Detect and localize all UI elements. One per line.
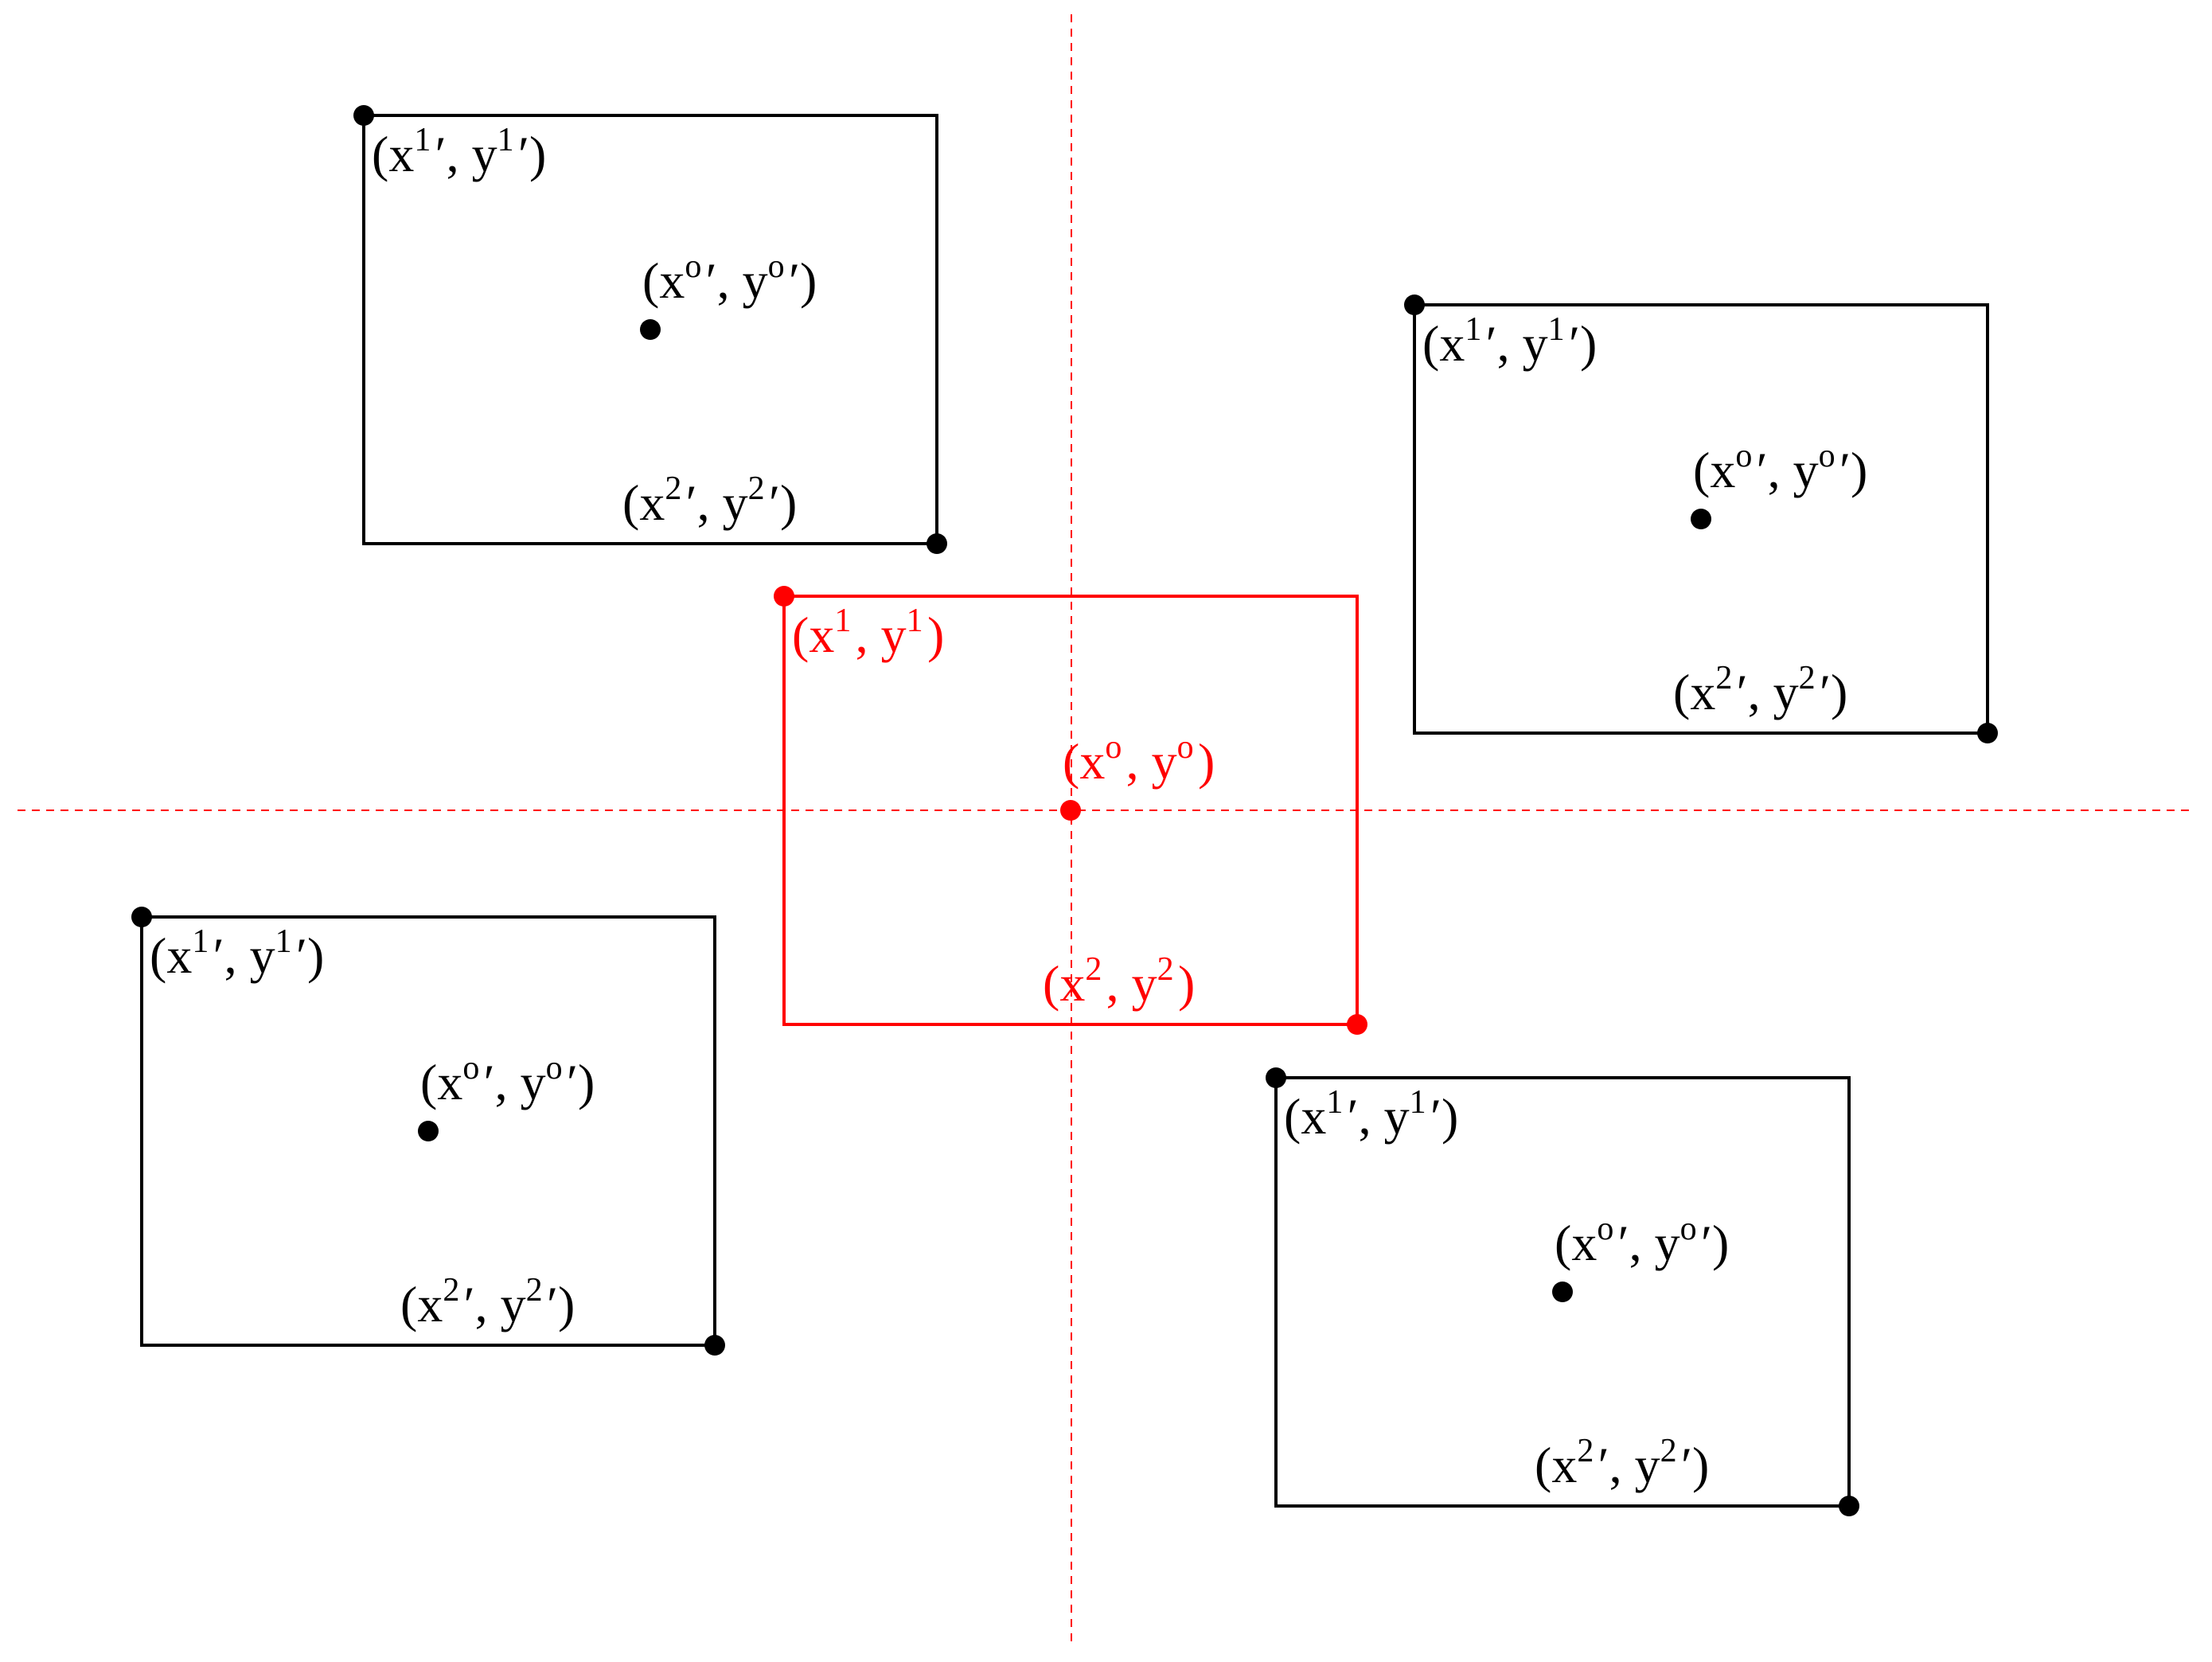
corner2-label-bottom-left: (x2 ′, y2 ′) [400,1272,575,1332]
box-outline-top-left [362,114,938,545]
center-label-ref: (xo , yo ) [1063,729,1215,790]
center-label-top-right: (xo ′, yo ′) [1693,438,1867,498]
corner2-point-top-right [1977,723,1998,743]
center-point-top-right [1691,509,1711,529]
corner2-point-ref [1347,1014,1367,1035]
corner2-point-bottom-left [704,1335,725,1356]
corner2-point-bottom-right [1839,1496,1859,1516]
corner2-label-ref: (x2 , y2 ) [1043,951,1195,1012]
corner1-label-bottom-left: (x1 ′, y1 ′) [150,923,324,984]
center-label-bottom-left: (xo ′, yo ′) [420,1050,595,1110]
corner2-point-top-left [927,533,947,554]
box-outline-ref [782,595,1359,1026]
center-label-bottom-right: (xo ′, yo ′) [1555,1211,1729,1271]
box-outline-top-right [1413,303,1989,735]
corner1-point-bottom-left [131,907,152,927]
center-point-bottom-right [1552,1282,1573,1302]
box-bottom-left: (x1 ′, y1 ′) (xo ′, yo ′) (x2 ′, y2 ′) [131,907,725,1356]
corner1-label-top-left: (x1 ′, y1 ′) [372,122,546,182]
corner1-point-top-left [353,105,374,126]
box-ref: (x1 , y1 ) (xo , yo ) (x2 , y2 ) [774,586,1367,1035]
boxes-layer: (x1 , y1 ) (xo , yo ) (x2 , y2 ) (x1 ′, y1 … [131,105,1998,1516]
center-point-top-left [640,319,661,340]
corner1-point-ref [774,586,794,607]
corner1-label-ref: (x1 , y1 ) [792,603,944,663]
box-outline-bottom-left [140,915,716,1347]
center-point-ref [1060,800,1081,821]
axes-layer [18,14,2195,1644]
box-top-right: (x1 ′, y1 ′) (xo ′, yo ′) (x2 ′, y2 ′) [1404,295,1998,743]
center-label-top-left: (xo ′, yo ′) [642,248,817,309]
corner2-label-top-left: (x2 ′, y2 ′) [622,470,797,531]
corner1-point-top-right [1404,295,1425,315]
box-top-left: (x1 ′, y1 ′) (xo ′, yo ′) (x2 ′, y2 ′) [353,105,947,554]
box-bottom-right: (x1 ′, y1 ′) (xo ′, yo ′) (x2 ′, y2 ′) [1266,1067,1859,1516]
corner1-label-bottom-right: (x1 ′, y1 ′) [1284,1084,1458,1145]
corner1-label-top-right: (x1 ′, y1 ′) [1422,311,1597,372]
corner1-point-bottom-right [1266,1067,1286,1088]
center-point-bottom-left [418,1121,439,1141]
corner2-label-top-right: (x2 ′, y2 ′) [1673,660,1847,720]
corner2-label-bottom-right: (x2 ′, y2 ′) [1535,1433,1709,1493]
box-outline-bottom-right [1274,1076,1851,1508]
